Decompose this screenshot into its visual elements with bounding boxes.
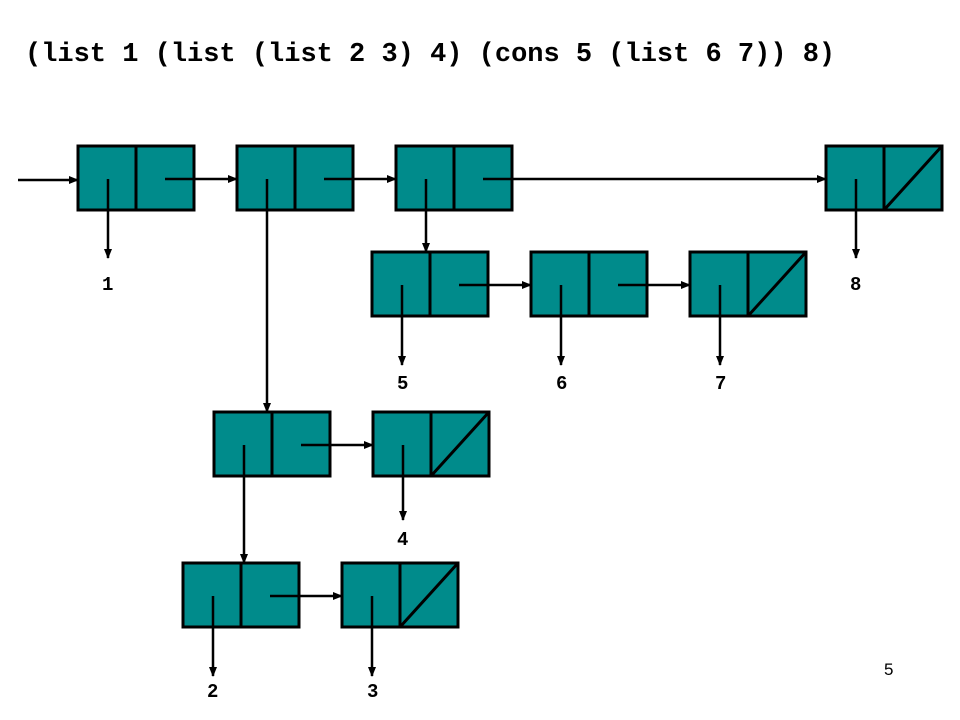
cons-cell	[340, 561, 460, 629]
leaf-value-label: 2	[207, 681, 218, 703]
leaf-value-label: 5	[397, 373, 408, 395]
leaf-value-label: 6	[556, 373, 567, 395]
nil-slash	[429, 410, 491, 478]
cons-cell	[824, 144, 944, 212]
page-number: 5	[884, 660, 894, 679]
leaf-value-label: 8	[850, 274, 861, 296]
nil-slash	[398, 561, 460, 629]
cons-cell	[688, 250, 808, 318]
leaf-value-label: 1	[102, 274, 113, 296]
leaf-value-label: 3	[367, 681, 378, 703]
leaf-value-label: 4	[397, 529, 408, 551]
slide-title: (list 1 (list (list 2 3) 4) (cons 5 (lis…	[25, 40, 836, 70]
nil-slash	[882, 144, 944, 212]
cons-cell	[371, 410, 491, 478]
leaf-value-label: 7	[715, 373, 726, 395]
nil-slash	[746, 250, 808, 318]
